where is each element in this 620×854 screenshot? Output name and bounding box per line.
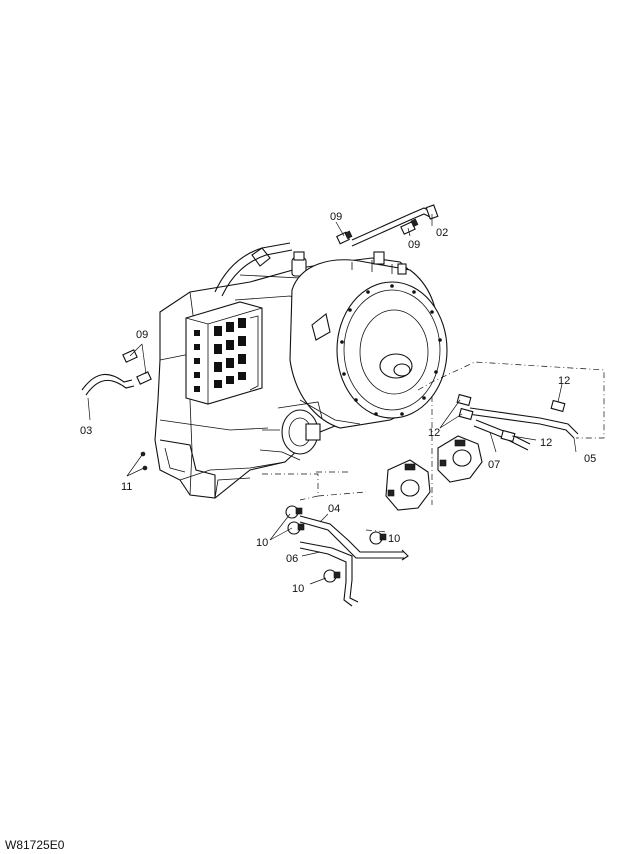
control-valve-block <box>185 301 263 405</box>
callout-label: 09 <box>330 211 342 223</box>
callout-label: 10 <box>256 537 268 549</box>
pipe-04-06 <box>299 515 409 607</box>
callout-label: 10 <box>388 533 400 545</box>
callout-label: 12 <box>558 375 570 387</box>
callout-label: 11 <box>121 481 132 493</box>
fitting-09-a <box>336 230 353 245</box>
callout-label: 12 <box>540 437 552 449</box>
callout-label: 09 <box>136 329 148 341</box>
converter-housing <box>289 251 448 429</box>
fitting-12-b <box>550 399 566 413</box>
leader-lines <box>87 214 577 585</box>
callout-label: 05 <box>584 453 596 465</box>
drawing-code: W81725E0 <box>5 838 65 852</box>
bolts-11 <box>140 451 148 471</box>
callout-label: 07 <box>488 459 500 471</box>
fitting-09-b <box>400 218 419 235</box>
filter-housing-left <box>385 459 431 511</box>
callout-label: 02 <box>436 227 448 239</box>
callout-label: 10 <box>292 583 304 595</box>
pipe-05 <box>467 407 579 439</box>
fitting-12-a <box>456 393 474 421</box>
output-flange <box>259 401 323 461</box>
callout-label: 09 <box>408 239 420 251</box>
callout-label: 12 <box>428 427 440 439</box>
callout-label: 03 <box>80 425 92 437</box>
fitting-10-b <box>369 531 387 545</box>
fitting-12-c <box>500 429 516 443</box>
callout-labels: 09 02 09 09 03 11 12 12 05 12 07 04 10 0… <box>80 211 596 595</box>
pipe-03 <box>81 373 135 396</box>
fitting-09-c <box>122 349 152 385</box>
callout-label: 06 <box>286 553 298 565</box>
phantom-lines <box>262 361 605 533</box>
fitting-10-c <box>323 569 341 583</box>
filter-housing-right <box>437 435 483 483</box>
pipe-02 <box>351 204 439 247</box>
callout-label: 04 <box>328 503 340 515</box>
